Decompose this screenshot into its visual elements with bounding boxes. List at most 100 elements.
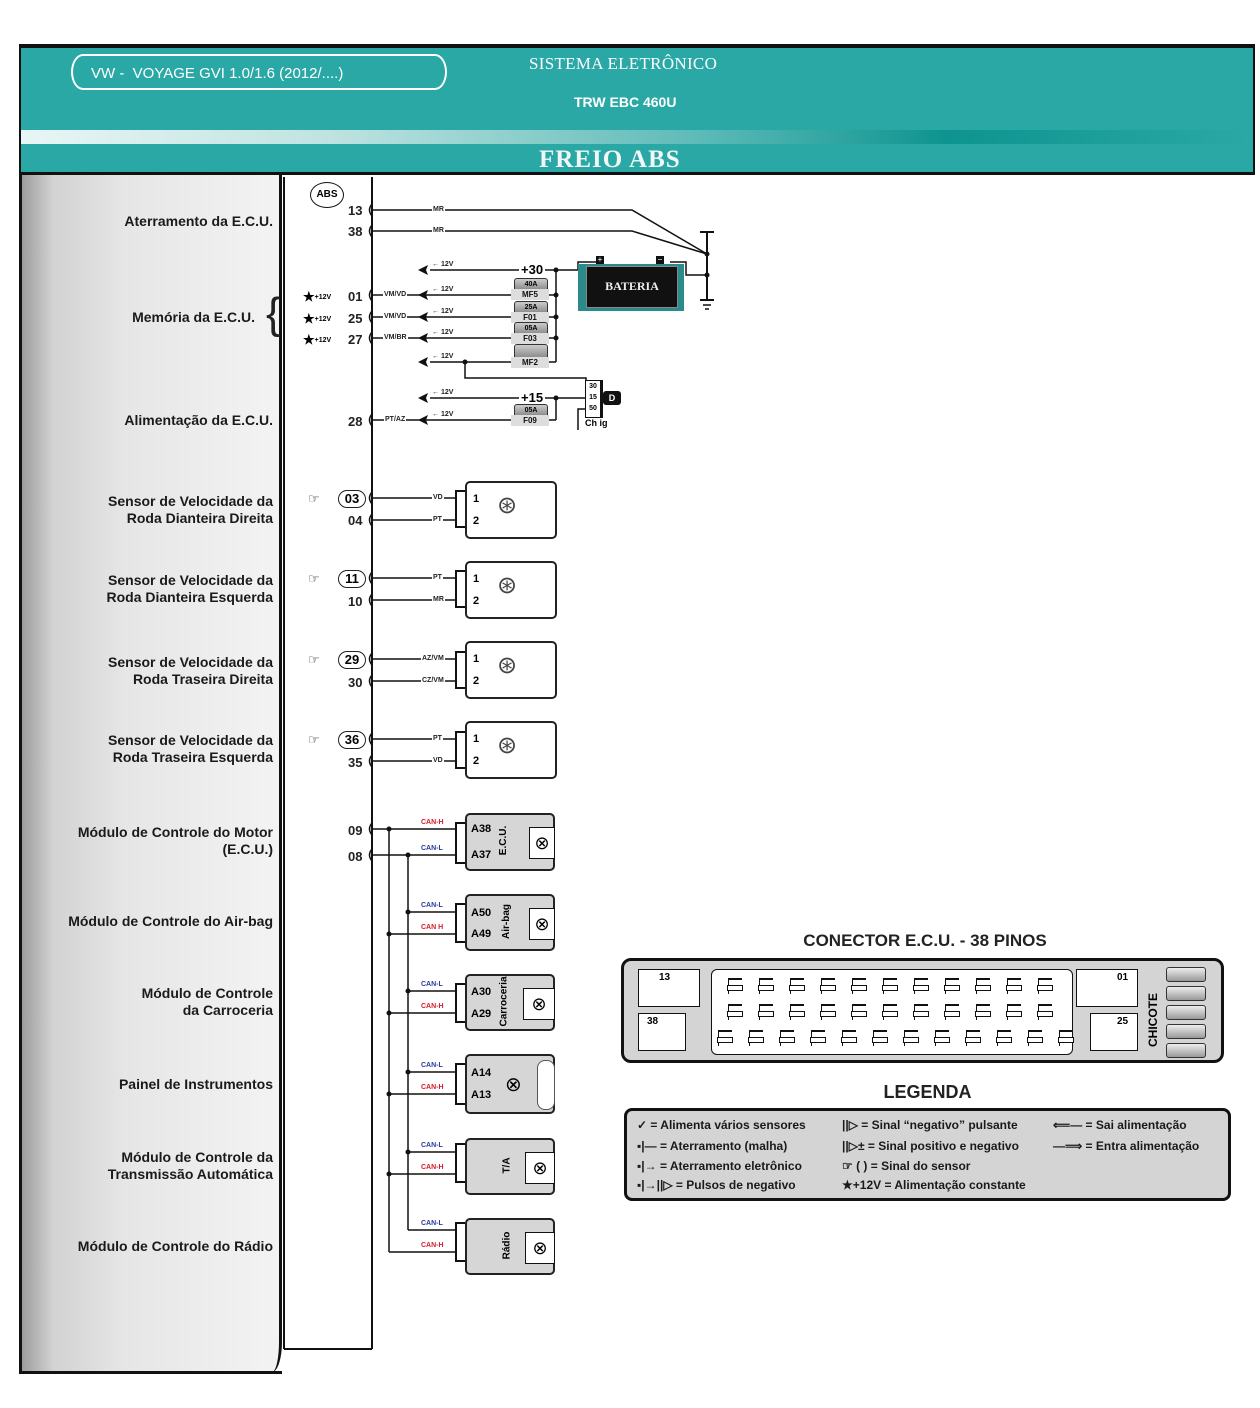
connector-terminal: [851, 978, 867, 994]
transistor-icon: ⊗: [529, 827, 555, 859]
label-ecu-power: Alimentação da E.C.U.: [124, 412, 273, 428]
connector-terminal: [944, 1004, 960, 1020]
voltage-label: ← 12V: [432, 389, 454, 396]
connector-terminal: [758, 978, 774, 994]
connector-terminal: [1027, 1030, 1043, 1046]
ignition-key-icon: D: [603, 391, 621, 405]
connector-pin-25: 25: [1090, 1013, 1138, 1051]
wheel-sensor-icon: ⊛: [497, 652, 518, 679]
wheel-sensor-icon: ⊛: [497, 732, 518, 759]
wheel-sensor-icon: ⊛: [497, 572, 518, 599]
wheel-speed-sensor-rear-right: 1 2 ⊛: [465, 641, 557, 699]
legend-item: —⟹ = Entra alimentação: [1053, 1139, 1200, 1153]
wire-color: MR: [432, 206, 445, 213]
module-ecu: A38 A37 E.C.U. ⊗: [465, 813, 555, 871]
legend-item: ▪|→||▷ = Pulsos de negativo: [637, 1178, 796, 1192]
connector-terminal: [965, 1030, 981, 1046]
pin-04: 04: [348, 513, 363, 528]
connector-terminal: [903, 1030, 919, 1046]
can-label: CAN-L: [421, 1142, 443, 1149]
header-stripe: [21, 130, 1253, 144]
module-airbag: A50 A49 Air-bag ⊗: [465, 894, 555, 951]
section-title: FREIO ABS: [539, 146, 681, 173]
connector-pin-01: 01: [1076, 969, 1138, 1007]
connector-title: CONECTOR E.C.U. - 38 PINOS: [803, 931, 1047, 950]
sensor-connector: [455, 490, 465, 528]
can-label: CAN H: [421, 924, 444, 931]
connector-terminal: [789, 1004, 805, 1020]
module-transmission: T/A ⊗: [465, 1138, 555, 1195]
connector-terminal: [975, 978, 991, 994]
transistor-icon: ⊗: [529, 908, 555, 940]
wheel-speed-sensor-rear-left: 1 2 ⊛: [465, 721, 557, 779]
constant-power-star-icon: ★+12V: [303, 311, 332, 326]
module-connector: [455, 1143, 465, 1183]
module-connector: [455, 903, 465, 943]
ecu-connector-38-pins: 13 38 01 25 CHICOTE: [621, 958, 1224, 1063]
connector-terminal: [748, 1030, 764, 1046]
wire-color: VD: [432, 757, 444, 764]
legend-box: ✓ = Alimenta vários sensores ||▷ = Sinal…: [624, 1108, 1231, 1201]
gauge-icon: [537, 1060, 555, 1110]
sensor-connector: [455, 570, 465, 608]
hand-pointer-icon: ☞: [308, 571, 320, 586]
wire-color: PT: [432, 735, 443, 742]
wire-color: AZ/VM: [421, 655, 445, 662]
connector-terminal: [1037, 1004, 1053, 1020]
voltage-label: ← 12V: [432, 308, 454, 315]
hand-pointer-icon: ☞: [308, 491, 320, 506]
legend-item: ☞ ( ) = Sinal do sensor: [842, 1159, 971, 1173]
voltage-label: ← 12V: [432, 353, 454, 360]
connector-terminal: [996, 1030, 1012, 1046]
hand-pointer-icon: ☞: [308, 652, 320, 667]
sensor-connector: [455, 731, 465, 769]
pin-13: 13: [348, 203, 363, 218]
connector-terminal: [882, 978, 898, 994]
connector-terminal: [810, 1030, 826, 1046]
connector-terminal: [841, 1030, 857, 1046]
plus15-label: +15: [519, 390, 546, 405]
connector-terminal: [779, 1030, 795, 1046]
can-label: CAN-L: [421, 1062, 443, 1069]
legend-item: ▪|— = Aterramento (malha): [637, 1139, 788, 1153]
connector-terminal: [758, 1004, 774, 1020]
voltage-label: ← 12V: [432, 286, 454, 293]
pin-27: 27: [348, 332, 363, 347]
brace-icon: {: [266, 289, 281, 338]
pin-35: 35: [348, 755, 363, 770]
can-label: CAN-H: [421, 1164, 444, 1171]
vehicle-model: VW - VOYAGE GVI 1.0/1.6 (2012/....): [71, 54, 447, 90]
label-radio-module: Módulo de Controle do Rádio: [77, 1238, 273, 1254]
pin-11: 11: [338, 570, 366, 588]
connector-terminal: [820, 978, 836, 994]
connector-terminal: [975, 1004, 991, 1020]
hand-pointer-icon: ☞: [308, 732, 320, 747]
pin-28: 28: [348, 414, 363, 429]
battery-minus-icon: −: [656, 255, 664, 264]
label-instrument-panel: Painel de Instrumentos: [118, 1076, 273, 1092]
pin-29: 29: [338, 651, 366, 669]
wire-color: VM/BR: [383, 334, 408, 341]
legend-item: ★+12V = Alimentação constante: [842, 1178, 1026, 1192]
connector-terminal: [934, 1030, 950, 1046]
system-title: SISTEMA ELETRÔNICO: [529, 54, 718, 73]
pin-08: 08: [348, 849, 363, 864]
legend-item: ||▷± = Sinal positivo e negativo: [842, 1139, 1019, 1153]
system-name: TRW EBC 460U: [574, 94, 677, 110]
label-ecu-ground: Aterramento da E.C.U.: [124, 213, 273, 229]
connector-terminal: [913, 1004, 929, 1020]
can-label: CAN-L: [421, 981, 443, 988]
legend-item: ||▷ = Sinal “negativo” pulsante: [842, 1118, 1018, 1132]
battery-label: BATERIA: [586, 266, 678, 308]
wheel-speed-sensor-front-left: 1 2 ⊛: [465, 561, 557, 619]
connector-terminal: [1006, 978, 1022, 994]
voltage-label: ← 12V: [432, 411, 454, 418]
